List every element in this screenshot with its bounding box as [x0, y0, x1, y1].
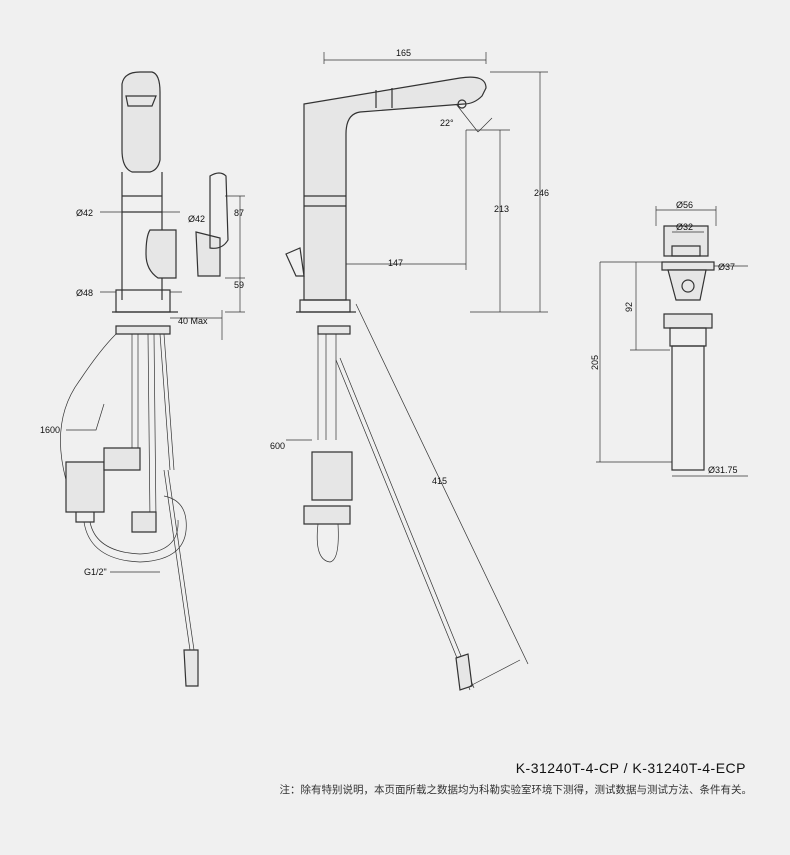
- side-handle: [285, 247, 305, 277]
- dim-d37: Ø37: [718, 262, 735, 272]
- dim-d42-a: Ø42: [76, 208, 93, 218]
- drain-view: [596, 206, 748, 477]
- dim-165: 165: [396, 48, 411, 58]
- dim-59: 59: [234, 280, 244, 290]
- dim-d32: Ø32: [676, 222, 693, 232]
- dim-600: 600: [270, 441, 285, 451]
- dim-d42-b: Ø42: [188, 214, 205, 224]
- dim-d3175: Ø31.75: [708, 465, 738, 475]
- drain-stopper-icon: [681, 279, 695, 293]
- dim-22deg: 22°: [440, 118, 454, 128]
- side-view: [285, 52, 548, 691]
- dim-g12: G1/2": [84, 567, 107, 577]
- dim-87: 87: [234, 208, 244, 218]
- dim-415: 415: [432, 476, 447, 486]
- lever-handle: [195, 231, 221, 277]
- dim-205: 205: [590, 355, 600, 370]
- dim-213: 213: [494, 204, 509, 214]
- dim-246: 246: [534, 188, 549, 198]
- aerator-icon: [125, 95, 157, 107]
- dim-40max: 40 Max: [178, 316, 208, 326]
- dim-147: 147: [388, 258, 403, 268]
- dim-d48: Ø48: [76, 288, 93, 298]
- model-number: K-31240T-4-CP / K-31240T-4-ECP: [515, 760, 746, 776]
- dim-d56: Ø56: [676, 200, 693, 210]
- dim-1600: 1600: [40, 425, 60, 435]
- dim-92: 92: [624, 302, 634, 312]
- footnote: 注：除有特别说明，本页面所载之数据均为科勒实验室环境下测得，测试数据与测试方法、…: [279, 784, 753, 796]
- front-view: [60, 71, 245, 687]
